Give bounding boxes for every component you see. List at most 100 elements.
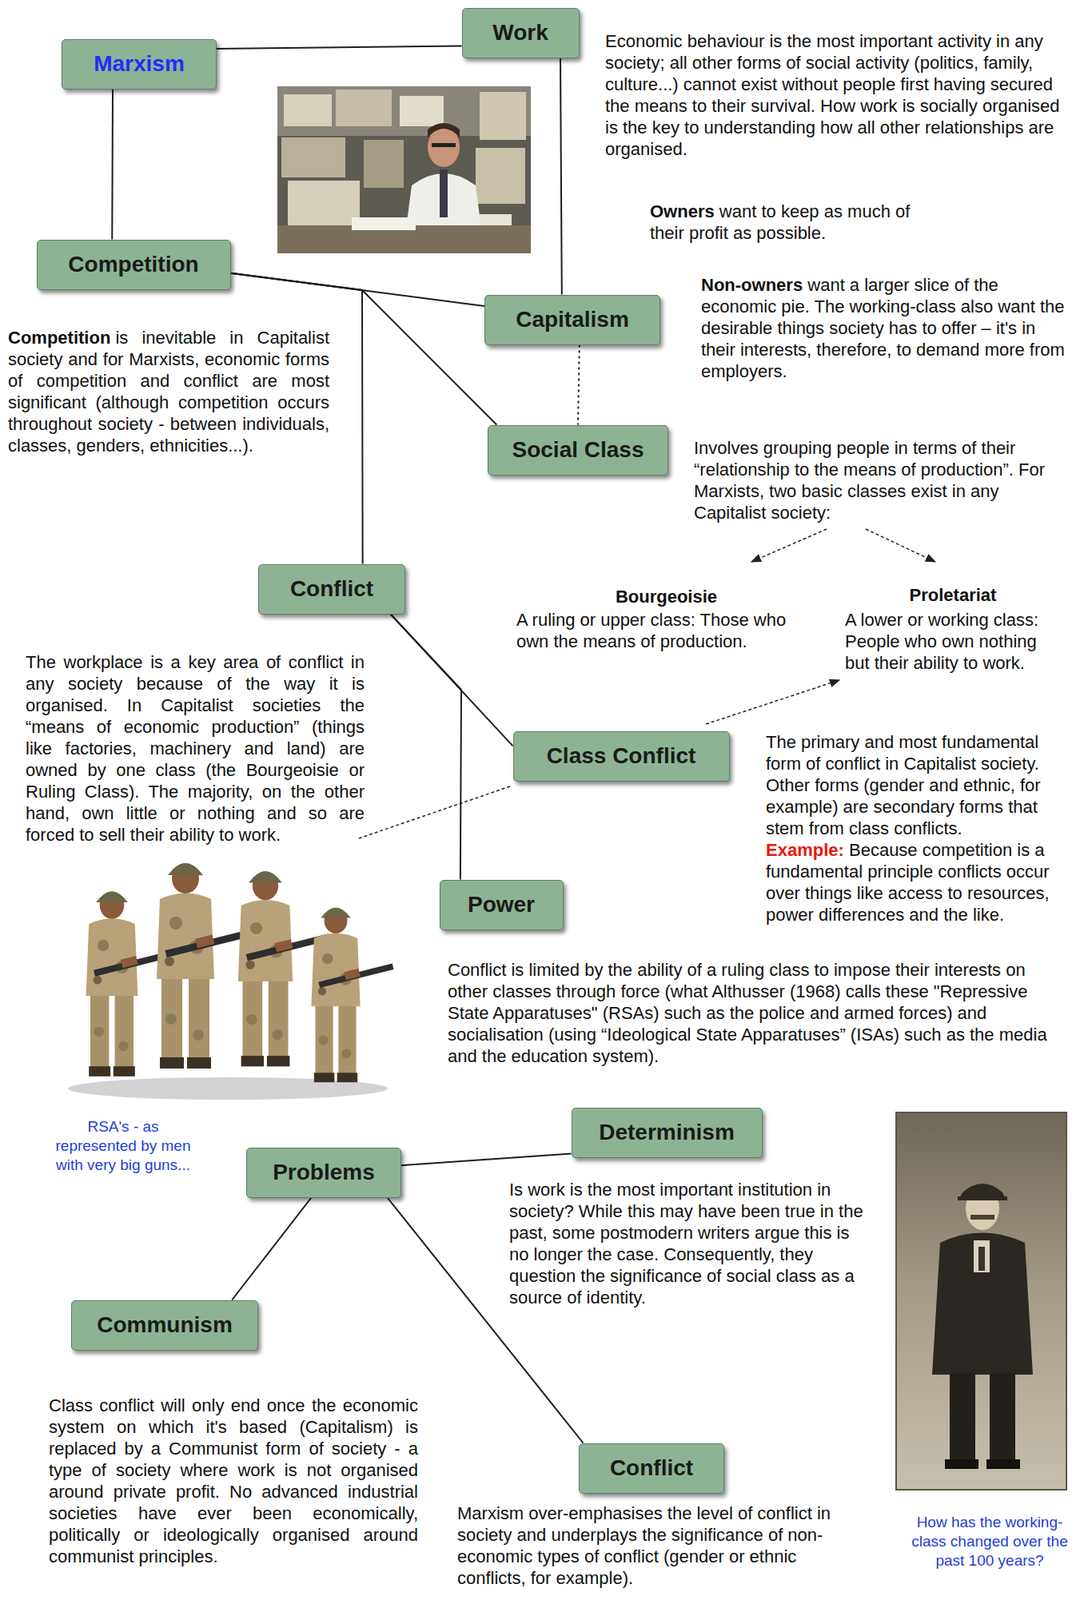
text-block: Competitionis inevitable in Capitalist s… (7, 326, 330, 457)
paragraph-text: The workplace is a key area of conflict … (25, 652, 365, 845)
text-block: Economic behaviour is the most important… (605, 30, 1070, 160)
text-line: Bourgeoisie (516, 585, 817, 608)
office-photo-part (399, 95, 444, 127)
text-line: Conflict is limited by the ability of a … (447, 959, 1049, 1068)
topic-box: Power (439, 880, 564, 931)
text-block: Involves grouping people in terms of the… (693, 437, 1053, 524)
keyword: Competition (7, 327, 111, 348)
class-heading: Proletariat (844, 584, 1061, 606)
office-photo-part (287, 180, 360, 228)
old-photo-part (989, 1373, 1016, 1463)
topic-box: Conflict (578, 1443, 725, 1495)
topic-title: Marxism (93, 51, 185, 77)
text-line: Economic behaviour is the most important… (605, 30, 1070, 160)
topic-title: Social Class (512, 437, 645, 463)
leader-arrows-part (705, 680, 840, 725)
connector-line (231, 1198, 311, 1301)
topic-title: Conflict (290, 576, 374, 602)
topic-title: Capitalism (515, 306, 630, 333)
topic-box: Competition (36, 239, 232, 291)
office-photo-part (427, 123, 460, 138)
paragraph-text: Economic behaviour is the most important… (605, 31, 1061, 160)
paragraph-text: Class conflict will only end once the ec… (48, 1395, 419, 1567)
keyword: Non-owners (701, 274, 803, 295)
topic-box: Problems (246, 1147, 402, 1199)
office-photo-part (363, 139, 404, 188)
old-photo-part (896, 1112, 1067, 1491)
old-photo-part (978, 1247, 985, 1272)
text-block: Non-ownerswant a larger slice of the eco… (701, 274, 1074, 383)
office-photo-part (479, 91, 527, 140)
text-block: Ownerswant to keep as much of their prof… (649, 200, 942, 244)
text-line: Non-ownerswant a larger slice of the eco… (701, 274, 1074, 383)
topic-box: Capitalism (484, 294, 661, 346)
topic-box: Work (462, 7, 580, 59)
topic-box: Marxism (61, 39, 217, 90)
paragraph-text: Involves grouping people in terms of the… (693, 438, 1045, 523)
leader-arrows-part (865, 529, 936, 562)
text-block: The primary and most fundamental form of… (765, 731, 1074, 926)
old-photo-part (949, 1373, 976, 1463)
topic-box: Social Class (487, 425, 669, 476)
text-line: Proletariat (844, 584, 1061, 606)
office-photo (277, 86, 531, 254)
office-photo-part (277, 86, 531, 254)
topic-title: Problems (272, 1159, 375, 1186)
keyword: Example: (765, 840, 845, 861)
text-block: Conflict is limited by the ability of a … (447, 959, 1049, 1068)
text-block: Is work is the most important institutio… (509, 1179, 873, 1309)
paragraph-text: Is work is the most important institutio… (509, 1179, 864, 1308)
paragraph-text: A lower or working class: People who own… (844, 609, 1039, 674)
leader-arrows-part (356, 786, 511, 840)
topic-title: Determinism (598, 1119, 735, 1146)
paragraph-text: The primary and most fundamental form of… (765, 732, 1041, 839)
connector-line (111, 89, 114, 240)
topic-box: Class Conflict (513, 731, 730, 782)
office-photo-part (439, 169, 448, 218)
text-line: A ruling or upper class: Those who own t… (516, 609, 821, 653)
text-block: A ruling or upper class: Those who own t… (516, 609, 821, 653)
office-photo-part (431, 143, 456, 148)
topic-title: Power (467, 892, 535, 918)
connector-line (401, 1153, 572, 1166)
text-line: A lower or working class: People who own… (844, 609, 1061, 674)
paragraph-text: Marxism over-emphasises the level of con… (457, 1503, 831, 1589)
old-photo-part (970, 1215, 995, 1220)
office-photo-part (281, 137, 346, 178)
office-photo-part (283, 94, 332, 127)
connector-line (560, 58, 562, 295)
soldiers-picture (67, 863, 395, 1100)
topic-box: Conflict (258, 564, 406, 615)
text-block: A lower or working class: People who own… (844, 609, 1061, 674)
class-heading: Bourgeoisie (516, 585, 817, 608)
text-line: Class conflict will only end once the ec… (48, 1394, 419, 1568)
soldiers-picture-part (310, 908, 394, 1083)
old-photo-part (896, 1112, 1067, 1491)
text-line: RSA's - as represented by men with very … (46, 1117, 200, 1176)
office-photo-part (427, 127, 460, 168)
topic-title: Conflict (609, 1455, 694, 1482)
paragraph-text: Conflict is limited by the ability of a … (447, 960, 1048, 1067)
old-photo-part (944, 1459, 979, 1470)
picture-caption: RSA's - as represented by men with very … (46, 1117, 200, 1176)
connector-line (390, 614, 462, 881)
connector-line (577, 345, 580, 426)
topic-title: Class Conflict (546, 743, 697, 770)
text-line: The primary and most fundamental form of… (765, 731, 1074, 840)
keyword: Owners (649, 201, 715, 222)
text-block: Class conflict will only end once the ec… (48, 1394, 419, 1568)
topic-box: Communism (71, 1300, 259, 1352)
text-line: Example:Because competition is a fundame… (765, 839, 1074, 926)
text-line: Competitionis inevitable in Capitalist s… (7, 326, 330, 457)
topic-title: Work (492, 19, 549, 46)
keyword: Proletariat (909, 585, 997, 606)
old-photo-part (986, 1459, 1021, 1470)
text-line: Marxism over-emphasises the level of con… (457, 1502, 853, 1590)
text-block: The workplace is a key area of conflict … (25, 651, 365, 846)
paragraph-text: How has the working-class changed over t… (911, 1514, 1068, 1570)
text-line: Ownerswant to keep as much of their prof… (649, 200, 942, 244)
old-photo-part (957, 1196, 1008, 1201)
office-photo-part (475, 147, 526, 204)
text-line: Involves grouping people in terms of the… (693, 437, 1053, 524)
